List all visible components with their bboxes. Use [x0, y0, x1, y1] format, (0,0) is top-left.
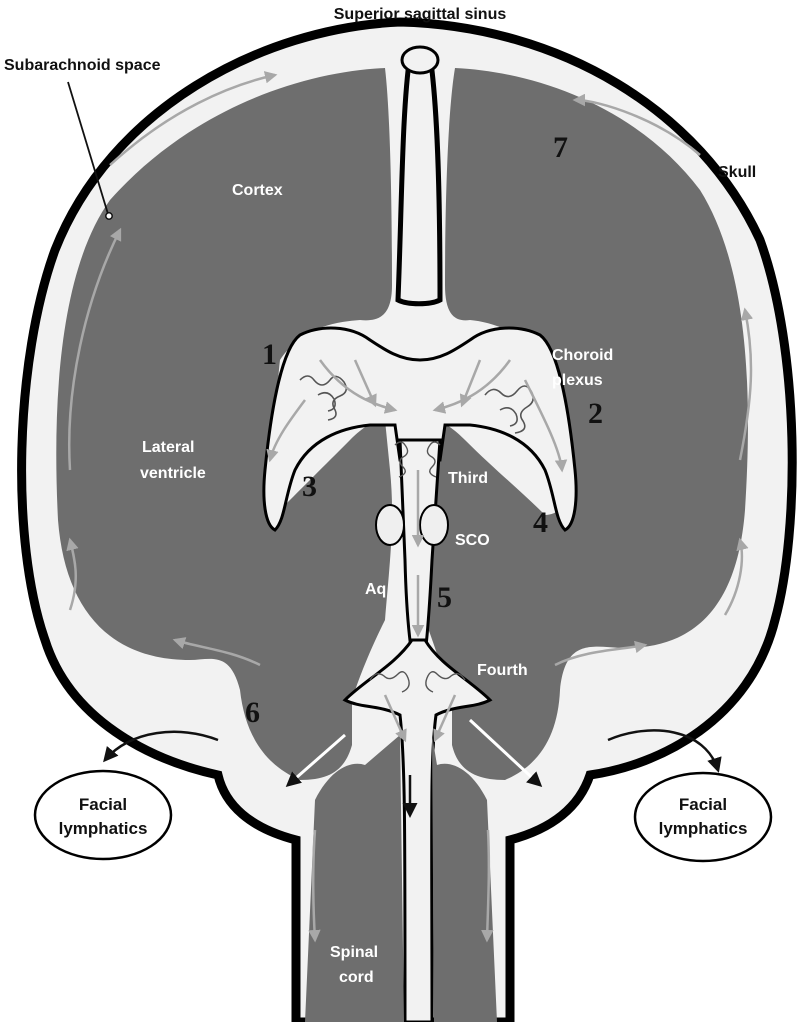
- label-facial-right-2: lymphatics: [659, 819, 748, 838]
- label-third: Third: [448, 470, 488, 487]
- label-choroid: Choroid: [552, 347, 613, 364]
- label-facial-left-1: Facial: [79, 795, 127, 814]
- subarachnoid-pointer-dot: [106, 213, 112, 219]
- number-4: 4: [533, 506, 548, 539]
- sco-left: [376, 505, 404, 545]
- label-spinal: Spinal: [330, 944, 378, 961]
- number-7: 7: [553, 131, 568, 164]
- label-subarachnoid-space: Subarachnoid space: [4, 57, 161, 74]
- facial-lymphatics-left-oval: [35, 771, 171, 859]
- number-6: 6: [245, 696, 260, 729]
- sco-right: [420, 505, 448, 545]
- label-cortex: Cortex: [232, 182, 283, 199]
- number-2: 2: [588, 397, 603, 430]
- label-ventricle: ventricle: [140, 465, 206, 482]
- label-aq: Aq: [365, 581, 386, 598]
- interhemispheric-fissure: [398, 55, 440, 304]
- number-3: 3: [302, 470, 317, 503]
- facial-lymphatics-right-oval: [635, 773, 771, 861]
- label-skull: Skull: [718, 164, 756, 181]
- label-lateral: Lateral: [142, 439, 194, 456]
- number-5: 5: [437, 581, 452, 614]
- label-plexus: plexus: [552, 372, 603, 389]
- label-facial-right-1: Facial: [679, 795, 727, 814]
- label-fourth: Fourth: [477, 662, 528, 679]
- number-1: 1: [262, 338, 277, 371]
- label-cord: cord: [339, 969, 374, 986]
- label-facial-left-2: lymphatics: [59, 819, 148, 838]
- label-sco: SCO: [455, 532, 490, 549]
- label-superior-sagittal-sinus: Superior sagittal sinus: [334, 6, 507, 23]
- superior-sagittal-sinus: [402, 47, 438, 73]
